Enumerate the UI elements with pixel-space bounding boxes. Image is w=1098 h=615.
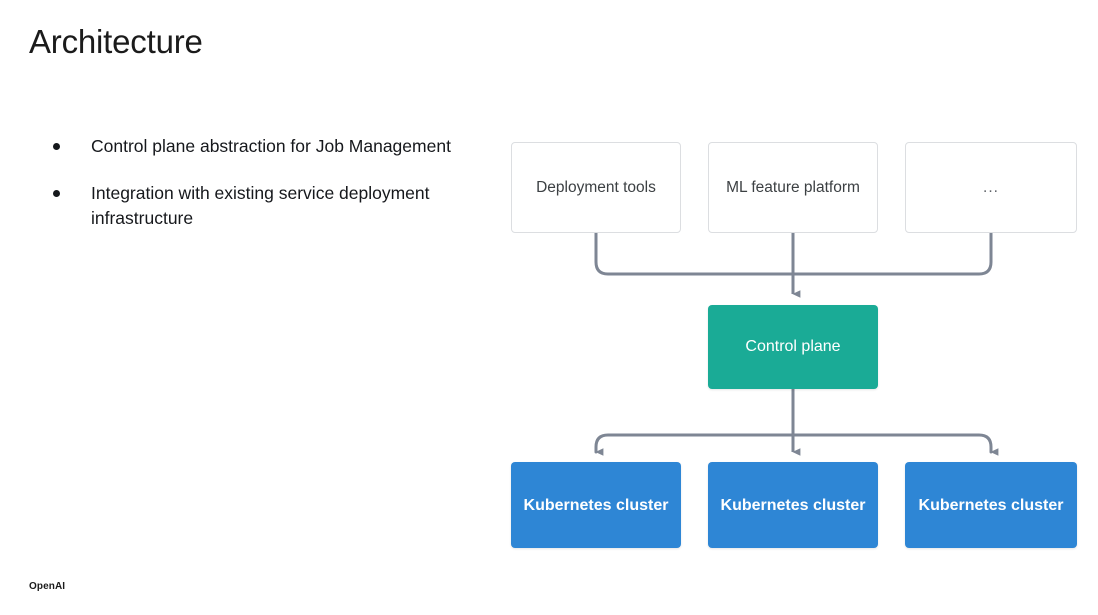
list-item: Control plane abstraction for Job Manage…	[48, 134, 500, 159]
diagram-node-control-plane[interactable]: Control plane	[708, 305, 878, 389]
diagram-node-label: Kubernetes cluster	[720, 496, 866, 514]
diagram-node-more[interactable]: ...	[905, 142, 1077, 233]
diagram-node-kubernetes-cluster-1[interactable]: Kubernetes cluster	[511, 462, 681, 548]
diagram-node-ml-feature-platform[interactable]: ML feature platform	[708, 142, 878, 233]
diagram-node-kubernetes-cluster-2[interactable]: Kubernetes cluster	[708, 462, 878, 548]
list-item: Integration with existing service deploy…	[48, 181, 500, 231]
diagram-node-label: Control plane	[745, 338, 841, 355]
diagram-node-label: ML feature platform	[726, 178, 860, 196]
list-item-label: Control plane abstraction for Job Manage…	[91, 136, 451, 156]
list-item-label: Integration with existing service deploy…	[91, 183, 430, 228]
bullet-dot-icon	[53, 143, 60, 150]
edge-control-plane-to-cluster-1	[594, 433, 795, 456]
diagram-node-label: ...	[983, 178, 999, 196]
diagram-node-label: Deployment tools	[536, 178, 656, 196]
diagram-node-label: Kubernetes cluster	[523, 496, 669, 514]
diagram-node-deployment-tools[interactable]: Deployment tools	[511, 142, 681, 233]
page-title: Architecture	[29, 23, 203, 60]
bullet-list: Control plane abstraction for Job Manage…	[48, 134, 500, 253]
bullet-dot-icon	[53, 190, 60, 197]
diagram-node-label: Kubernetes cluster	[918, 496, 1064, 514]
diagram-node-kubernetes-cluster-3[interactable]: Kubernetes cluster	[905, 462, 1077, 548]
edge-more-to-control-plane	[791, 231, 993, 276]
openai-logo: OpenAI	[29, 581, 66, 592]
edge-deployment-tools-to-control-plane	[594, 231, 795, 276]
edge-control-plane-to-cluster-3	[791, 433, 999, 456]
